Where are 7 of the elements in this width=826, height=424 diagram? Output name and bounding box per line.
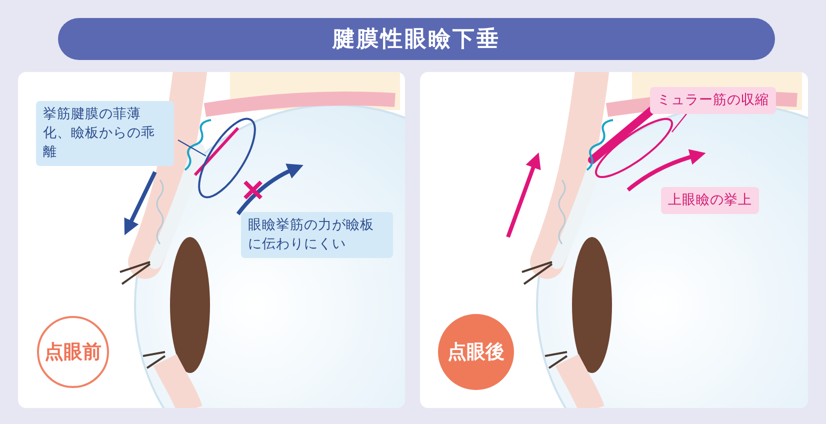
leader-line <box>178 139 206 157</box>
callout-label: 眼瞼挙筋の力が瞼板に伝わりにくい <box>241 212 393 258</box>
title-banner: 腱膜性眼瞼下垂 <box>58 18 775 60</box>
leader-line <box>672 112 688 132</box>
callout-label: ミュラー筋の収縮 <box>650 87 776 114</box>
callout-label: 挙筋腱膜の菲薄化、瞼板からの乖離 <box>36 101 174 166</box>
callout-label: 上眼瞼の挙上 <box>661 187 759 214</box>
